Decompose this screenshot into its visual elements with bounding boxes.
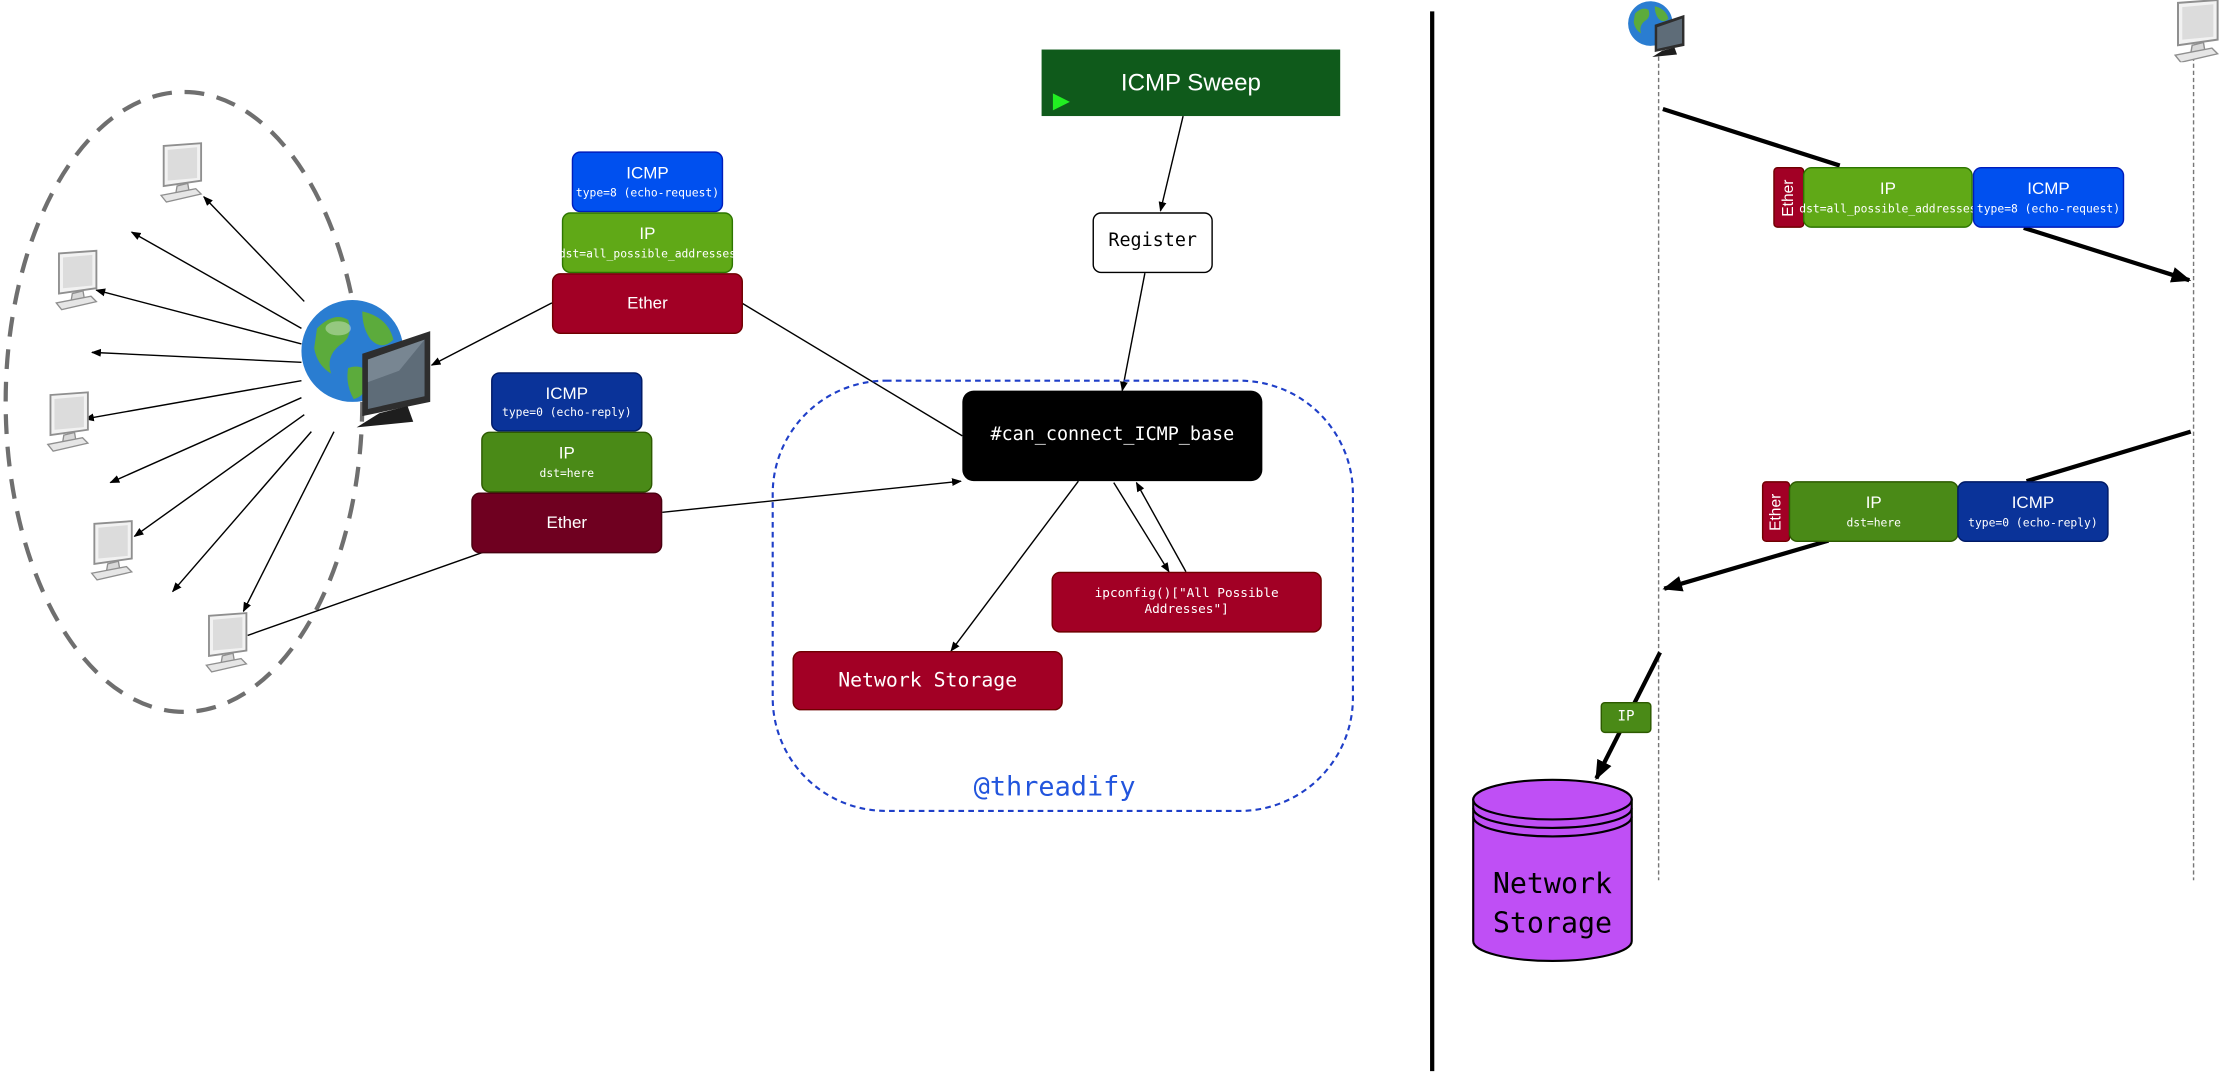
seq-icmp-request-title: ICMP <box>2027 178 2070 199</box>
seq-ether-request[interactable]: Ether <box>1773 166 1805 228</box>
register-node[interactable]: Register <box>1092 212 1213 274</box>
seq-ip-reply-title: IP <box>1865 492 1882 513</box>
icmp-reply-title: ICMP <box>545 382 589 403</box>
seq-ip-request[interactable]: IP dst=all_possible_addresses <box>1799 166 1977 228</box>
seq-ether-reply-label: Ether <box>1767 492 1785 531</box>
ether-request-packet[interactable]: Ether <box>551 273 743 334</box>
ether-reply-label: Ether <box>546 511 588 532</box>
storage-cylinder-label: Network Storage <box>1473 863 1632 942</box>
sequence-globe-icon <box>1628 1 1685 57</box>
ipconfig-label: ipconfig()["All Possible Addresses"] <box>1094 587 1279 617</box>
monitor-icon[interactable] <box>201 611 249 673</box>
seq-icmp-reply-sub: type=0 (echo-reply) <box>1968 516 2098 529</box>
connect-base-node[interactable]: #can_connect_ICMP_base <box>962 390 1263 482</box>
icmp-reply-packet[interactable]: ICMP type=0 (echo-reply) <box>491 372 643 432</box>
network-storage-node[interactable]: Network Storage <box>792 650 1063 711</box>
seq-ether-reply[interactable]: Ether <box>1761 481 1791 543</box>
ipconfig-node[interactable]: ipconfig()["All Possible Addresses"] <box>1051 571 1322 633</box>
monitor-icon[interactable] <box>42 391 90 453</box>
ip-reply-title: IP <box>558 442 575 463</box>
monitor-icon[interactable] <box>86 519 134 581</box>
monitor-icon[interactable] <box>156 142 204 204</box>
seq-icmp-request-sub: type=8 (echo-request) <box>1976 202 2121 215</box>
storage-cylinder <box>1472 778 1633 962</box>
sweep-title: ICMP Sweep <box>1120 68 1261 96</box>
seq-ip-tag-label: IP <box>1617 709 1635 725</box>
monitor-icon[interactable] <box>51 249 99 311</box>
globe-computer-icon[interactable] <box>300 297 436 433</box>
seq-ip-tag[interactable]: IP <box>1600 701 1652 734</box>
ether-reply-packet[interactable]: Ether <box>471 492 663 554</box>
icmp-sweep-header[interactable]: ICMP Sweep <box>1041 49 1341 117</box>
ip-reply-sub: dst=here <box>539 466 595 480</box>
ether-request-label: Ether <box>627 292 668 313</box>
threadify-label: @threadify <box>973 771 1136 803</box>
icmp-request-packet[interactable]: ICMP type=8 (echo-request) <box>571 151 724 213</box>
ip-request-packet[interactable]: IP dst=all_possible_addresses <box>558 212 737 274</box>
seq-ip-reply[interactable]: IP dst=here <box>1788 481 1959 543</box>
seq-icmp-reply[interactable]: ICMP type=0 (echo-reply) <box>1957 481 2109 543</box>
seq-ether-request-label: Ether <box>1780 178 1798 217</box>
ip-request-sub: dst=all_possible_addresses <box>558 247 737 261</box>
icmp-reply-sub: type=0 (echo-reply) <box>502 406 632 420</box>
ip-reply-packet[interactable]: IP dst=here <box>481 431 653 493</box>
storage-line-2: Storage <box>1492 905 1613 940</box>
threadify-region <box>771 379 1354 812</box>
icmp-request-title: ICMP <box>626 162 669 183</box>
seq-icmp-request[interactable]: ICMP type=8 (echo-request) <box>1972 166 2125 228</box>
ip-request-title: IP <box>639 223 656 244</box>
storage-line-1: Network <box>1492 866 1613 901</box>
icmp-request-sub: type=8 (echo-request) <box>575 186 720 200</box>
register-label: Register <box>1108 230 1197 252</box>
broadcast-arrows <box>83 195 335 613</box>
seq-ip-reply-sub: dst=here <box>1846 516 1901 529</box>
sequence-remote-monitor-icon <box>2173 0 2219 63</box>
seq-ip-request-title: IP <box>1879 178 1896 199</box>
connect-base-label: #can_connect_ICMP_base <box>990 423 1235 446</box>
seq-ip-request-sub: dst=all_possible_addresses <box>1799 202 1977 215</box>
network-storage-label: Network Storage <box>838 669 1018 692</box>
seq-icmp-reply-title: ICMP <box>2011 492 2055 513</box>
play-icon[interactable] <box>1052 93 1070 111</box>
